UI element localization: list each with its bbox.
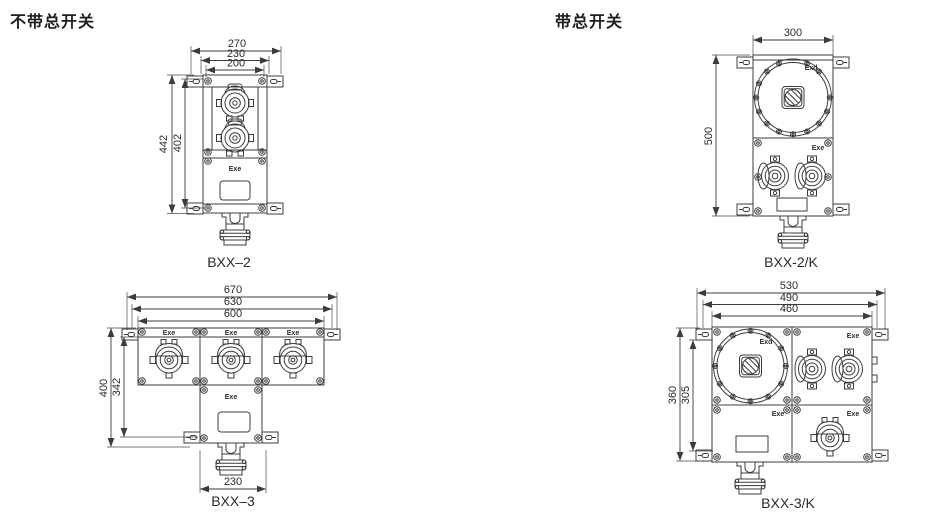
cable-gland bbox=[734, 461, 766, 495]
drawing-bxx2k: 300 500 bbox=[703, 27, 850, 270]
socket-outlet bbox=[216, 83, 254, 122]
bxx2k-dim-500: 500 bbox=[703, 127, 715, 145]
section-title-without-main-switch: 不带总开关 bbox=[10, 14, 96, 31]
bxx2k-dim-height: 500 bbox=[703, 54, 750, 217]
nameplate-window bbox=[217, 411, 251, 433]
mounting-ear bbox=[266, 75, 284, 88]
mounting-foot bbox=[266, 202, 284, 215]
bxx3-dim-342: 342 bbox=[111, 378, 123, 396]
bxx3k-dim-height-outer: 360 bbox=[667, 327, 710, 462]
socket-outlet bbox=[211, 339, 251, 379]
bxx2-model-label: BXX–2 bbox=[207, 254, 251, 270]
mounting-foot bbox=[183, 431, 201, 444]
socket-outlet bbox=[757, 155, 789, 197]
bxx3-model-label: BXX–3 bbox=[211, 493, 255, 509]
exe-marking: Exe bbox=[287, 330, 300, 337]
mounting-foot bbox=[695, 449, 713, 462]
cable-gland bbox=[777, 215, 809, 249]
mounting-ear bbox=[832, 56, 850, 69]
bxx3-dim-width-inner: 600 bbox=[137, 308, 325, 330]
breaker-flange-cover: Exd bbox=[712, 327, 789, 405]
drawing-bxx2: 270 230 200 442 bbox=[158, 38, 284, 270]
exe-marking: Exe bbox=[812, 145, 825, 152]
socket-outlet bbox=[273, 339, 313, 379]
bxx3-enclosure: Exe Exe Exe Exe bbox=[121, 327, 341, 476]
bxx3k-dim-width-outer: 530 bbox=[696, 280, 886, 330]
bxx3k-dim-490: 490 bbox=[780, 292, 798, 304]
bxx2-dim-height-inner: 402 bbox=[172, 78, 204, 209]
bxx3k-dim-305: 305 bbox=[680, 386, 692, 404]
mounting-foot bbox=[871, 449, 889, 462]
bxx2k-dim-300: 300 bbox=[784, 27, 802, 39]
bxx3-dim-400: 400 bbox=[98, 379, 110, 397]
main-switch-handle bbox=[781, 86, 805, 110]
mounting-ear bbox=[323, 328, 341, 341]
bxx3-dim-width-bottom: 230 bbox=[199, 450, 267, 493]
bxx2-dim-width-mid: 230 bbox=[200, 48, 270, 74]
socket-outlet bbox=[149, 339, 189, 379]
socket-outlet bbox=[794, 155, 826, 197]
bxx3k-dim-360: 360 bbox=[667, 386, 679, 404]
mounting-ear bbox=[186, 75, 204, 88]
nameplate-window bbox=[219, 180, 251, 201]
bxx3-dim-width-outer: 670 bbox=[126, 284, 338, 330]
bxx3k-dim-width-mid: 490 bbox=[702, 292, 878, 328]
bxx3k-dim-height-inner: 305 bbox=[680, 339, 713, 452]
bxx2k-enclosure: Exd Exe bbox=[736, 54, 850, 249]
bxx2-dim-442: 442 bbox=[158, 135, 170, 153]
mounting-ear bbox=[871, 328, 889, 341]
drawing-bxx3k: 530 490 460 360 bbox=[667, 280, 889, 511]
bxx3-dim-height-outer: 400 bbox=[98, 327, 190, 448]
exe-marking: Exe bbox=[772, 411, 785, 418]
bxx3-dim-230: 230 bbox=[224, 476, 242, 488]
bxx3-dim-height-inner: 342 bbox=[111, 336, 198, 438]
mounting-foot bbox=[832, 203, 850, 216]
mounting-ear bbox=[736, 56, 754, 69]
exe-marking: Exe bbox=[847, 411, 860, 418]
drawing-bxx3: 670 630 600 400 bbox=[98, 284, 341, 509]
bxx3k-dim-530: 530 bbox=[780, 280, 798, 292]
bxx3-dim-width-mid: 630 bbox=[131, 296, 333, 328]
bxx3k-dim-width-inner: 460 bbox=[711, 303, 873, 329]
bxx3-dim-600: 600 bbox=[224, 308, 242, 320]
mounting-foot bbox=[736, 203, 754, 216]
mounting-ear bbox=[695, 328, 713, 341]
section-title-with-main-switch: 带总开关 bbox=[555, 14, 624, 31]
bxx2-dim-width-outer: 270 bbox=[190, 38, 282, 74]
flange-bolts bbox=[753, 60, 833, 138]
exe-marking: Exe bbox=[163, 330, 176, 337]
nameplate-window bbox=[776, 197, 808, 212]
bxx2k-model-label: BXX-2/K bbox=[764, 254, 818, 270]
bxx3k-enclosure: Exd Exe Exe bbox=[695, 326, 889, 495]
exe-marking: Exe bbox=[225, 394, 238, 401]
exd-marking: Exd bbox=[805, 65, 818, 72]
mounting-foot bbox=[186, 202, 204, 215]
main-switch-handle bbox=[739, 354, 763, 378]
mounting-foot bbox=[261, 431, 279, 444]
bxx2-dim-270: 270 bbox=[228, 38, 246, 50]
nameplate-window bbox=[735, 435, 769, 453]
exe-marking: Exe bbox=[225, 330, 238, 337]
bxx2-enclosure: Exe bbox=[186, 74, 284, 246]
bxx2k-dim-width: 300 bbox=[752, 27, 834, 56]
exe-marking: Exe bbox=[229, 166, 242, 173]
cable-gland bbox=[219, 212, 251, 246]
socket-outlet bbox=[810, 417, 850, 457]
bxx3k-dim-460: 460 bbox=[780, 303, 798, 315]
bxx2-dim-width-inner: 200 bbox=[205, 58, 265, 77]
bxx2-dim-230: 230 bbox=[227, 48, 245, 60]
bxx3-dim-630: 630 bbox=[224, 296, 242, 308]
bxx3-dim-670: 670 bbox=[224, 284, 242, 296]
socket-outlet bbox=[794, 348, 826, 390]
exe-marking: Exe bbox=[847, 333, 860, 340]
exd-marking: Exd bbox=[760, 339, 773, 346]
socket-outlet bbox=[831, 348, 863, 390]
bxx2-dim-200: 200 bbox=[227, 58, 245, 70]
breaker-flange-cover: Exd bbox=[753, 58, 833, 138]
bxx2-dim-402: 402 bbox=[172, 134, 184, 152]
cable-gland bbox=[215, 442, 247, 476]
bxx3k-model-label: BXX-3/K bbox=[761, 495, 815, 511]
